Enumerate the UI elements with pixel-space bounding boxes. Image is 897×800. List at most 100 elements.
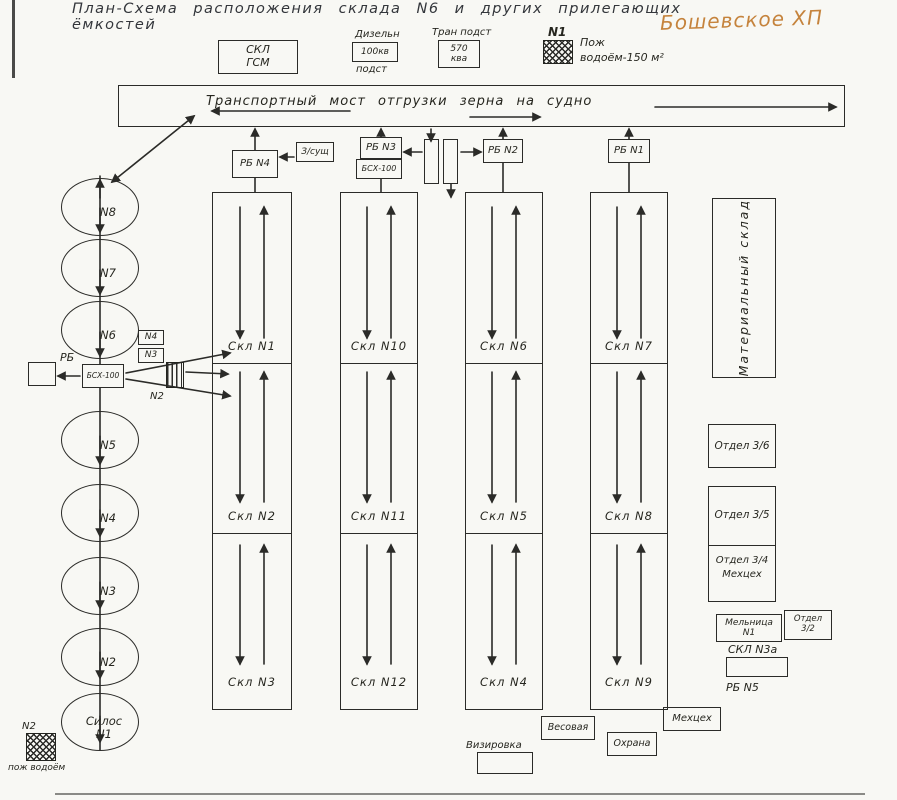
column3-divider-1: [465, 363, 543, 364]
silo-4: N4: [61, 484, 139, 542]
section-label: Скл N9: [605, 675, 653, 689]
silo-1: Силос N1: [61, 693, 139, 751]
silo-2-label: N2: [100, 655, 116, 669]
otdel-32-box: Отдел 3/2: [784, 610, 832, 640]
otdel-36-box: Отдел 3/6: [708, 424, 776, 468]
trans-substation-label: Тран подст: [432, 27, 492, 38]
silo-6-label: N6: [100, 328, 116, 342]
rb3-box: РБ N3: [360, 137, 402, 159]
section-label: Скл N11: [350, 509, 408, 523]
rb1-box: РБ N1: [608, 139, 650, 163]
skl-gsm-line1: СКЛ: [246, 43, 270, 57]
trans-value: 570 ква: [450, 43, 468, 64]
column2-divider-1: [340, 363, 418, 364]
diesel-sub-label: подст: [356, 64, 387, 75]
material-warehouse-box: Материальный склад: [712, 198, 776, 378]
cluster-tag3-box: N3: [138, 348, 164, 363]
warehouse-column-3: Скл N6 Скл N5 Скл N4: [465, 192, 543, 710]
diesel-substation-box: 100кв: [352, 42, 398, 62]
section-label: Скл N12: [350, 675, 408, 689]
rb4-label: РБ N4: [240, 158, 270, 170]
zsush-label: З/сущ: [301, 146, 329, 157]
mekhtsekh-box: Мехцех: [663, 707, 721, 731]
bsh100-box: БСХ-100: [356, 159, 402, 179]
transport-bridge: [118, 85, 845, 127]
melnitsa-number: N1: [742, 628, 756, 638]
silo-2: N2: [61, 628, 139, 686]
elevator-tower-right: [443, 139, 458, 184]
column2-divider-2: [340, 533, 418, 534]
column4-divider-1: [590, 363, 668, 364]
silo-8: N8: [61, 178, 139, 236]
title-annotation: Бошевское ХП: [659, 5, 824, 35]
zsush-box: З/сущ: [296, 142, 334, 162]
cluster-tag2-label: N2: [150, 391, 164, 402]
warehouse-column-1: Скл N1 Скл N2 Скл N3: [212, 192, 292, 710]
rb1-label: РБ N1: [614, 145, 644, 157]
skl-3a-box: [726, 657, 788, 677]
section-label: Скл N6: [480, 339, 528, 353]
silo-1-label: Силос N1: [85, 714, 123, 741]
column1-divider-2: [212, 533, 292, 534]
otdel-34-mekhtsekh-label: Мехцех: [722, 569, 762, 580]
column4-divider-2: [590, 533, 668, 534]
trans-substation-box: 570 ква: [438, 40, 480, 68]
diesel-label: Дизельн: [355, 29, 400, 40]
fire-pond1-symbol: [543, 40, 573, 64]
section-label: Скл N7: [605, 339, 653, 353]
cluster-tag4-box: N4: [138, 330, 164, 345]
silo-3-label: N3: [100, 584, 116, 598]
fire-pond2-number: N2: [22, 721, 36, 732]
otdel-35-34-box: Отдел 3/5 Отдел 3/4 Мехцех: [708, 486, 776, 602]
vizirovka-box: [477, 752, 533, 774]
section-label: Скл N8: [605, 509, 653, 523]
section-label: Скл N5: [480, 509, 528, 523]
fire-pond1-line1: Пож: [580, 36, 605, 49]
cluster-conveyor-symbol: [166, 362, 184, 388]
otdel-36-label: Отдел 3/6: [714, 439, 770, 452]
skl-gsm-line2: ГСМ: [246, 56, 270, 69]
warehouse-column-4: Скл N7 Скл N8 Скл N9: [590, 192, 668, 710]
silo-5: N5: [61, 411, 139, 469]
fire-pond2-label: пож водоём: [8, 763, 66, 773]
rb5-label: РБ N5: [726, 681, 759, 694]
silo-3: N3: [61, 557, 139, 615]
vesovaya-box: Весовая: [541, 716, 595, 740]
warehouse-column-2: Скл N10 Скл N11 Скл N12: [340, 192, 418, 710]
left-receiver-box: [28, 362, 56, 386]
silo-7: N7: [61, 239, 139, 297]
section-label: Скл N3: [228, 675, 276, 689]
material-warehouse-label: Материальный склад: [735, 199, 751, 377]
rb2-box: РБ N2: [483, 139, 523, 163]
vizirovka-label: Визировка: [466, 740, 522, 751]
otdel-34-label: Отдел 3/4: [715, 555, 769, 566]
cluster-rb-label: РБ: [60, 351, 75, 364]
silo-7-label: N7: [100, 266, 116, 280]
paper-edge-mark: [12, 0, 15, 78]
section-label: Скл N4: [480, 675, 528, 689]
column1-divider-1: [212, 363, 292, 364]
transport-bridge-label: Транспортный мост отгрузки зерна на судн…: [206, 94, 593, 109]
melnitsa-label: Мельница: [725, 617, 773, 628]
cluster-tag4-label: N4: [144, 332, 158, 343]
silo-5-label: N5: [100, 438, 116, 452]
otdel-32-label: Отдел 3/2: [793, 614, 823, 634]
rb4-box: РБ N4: [232, 150, 278, 178]
cluster-tag3-label: N3: [144, 350, 158, 361]
skl-gsm-box: СКЛ ГСМ: [218, 40, 298, 74]
paper-bottom-edge: [55, 793, 865, 795]
silo-8-label: N8: [100, 205, 116, 219]
rb3-label: РБ N3: [366, 142, 396, 154]
fire-pond1-number: N1: [548, 25, 567, 39]
fire-pond2-symbol: [26, 733, 56, 761]
diesel-value: 100кв: [361, 46, 389, 57]
bsh100-label: БСХ-100: [361, 164, 397, 174]
mekhtsekh-label: Мехцех: [672, 713, 712, 725]
skl-3a-label: СКЛ N3а: [728, 643, 778, 656]
fire-pond1-line2: водоём-150 м²: [580, 51, 664, 64]
melnitsa-box: Мельница N1: [716, 614, 782, 642]
otdel-divider: [708, 545, 776, 546]
elevator-tower-left: [424, 139, 439, 184]
